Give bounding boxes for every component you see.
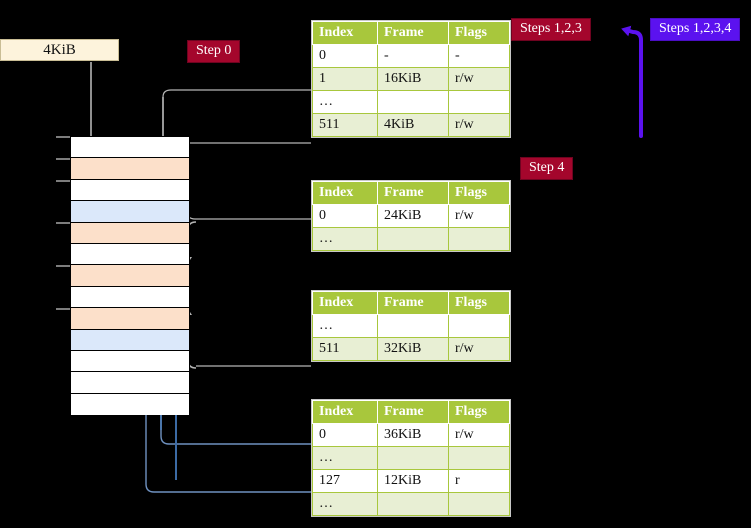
badge-steps-123: Steps 1,2,3 xyxy=(512,19,590,40)
cell-flags: r/w xyxy=(448,423,510,447)
memory-row xyxy=(71,393,189,416)
cell-frame: - xyxy=(377,44,449,68)
badge-steps-1234: Steps 1,2,3,4 xyxy=(651,19,740,40)
memory-tick xyxy=(56,136,70,138)
physical-memory-column xyxy=(70,136,190,416)
column-header-flags: Flags xyxy=(448,400,510,424)
badge-step-0: Step 0 xyxy=(188,41,240,62)
cell-index: … xyxy=(312,314,378,338)
cell-flags xyxy=(448,446,510,470)
cell-index: 127 xyxy=(312,469,378,493)
cell-index: … xyxy=(312,227,378,251)
cell-index: 0 xyxy=(312,44,378,68)
cell-flags: r/w xyxy=(448,337,510,361)
table-row[interactable]: … xyxy=(312,446,510,470)
cell-flags xyxy=(448,492,510,516)
column-header-flags: Flags xyxy=(448,21,510,45)
cell-flags xyxy=(448,227,510,251)
cell-frame: 36KiB xyxy=(377,423,449,447)
memory-size-label: 4KiB xyxy=(43,41,76,58)
column-header-frame: Frame xyxy=(377,291,449,315)
badge-step-4: Step 4 xyxy=(521,158,573,179)
cell-frame xyxy=(377,492,449,516)
table-row[interactable]: … xyxy=(312,492,510,516)
memory-row xyxy=(71,329,189,351)
memory-row xyxy=(71,243,189,266)
column-header-index: Index xyxy=(312,21,378,45)
column-header-frame: Frame xyxy=(377,400,449,424)
memory-tick xyxy=(56,180,70,182)
connector-table1-to-memory xyxy=(186,168,311,220)
cell-frame: 12KiB xyxy=(377,469,449,493)
column-header-flags: Flags xyxy=(448,291,510,315)
column-header-index: Index xyxy=(312,400,378,424)
purple-step-arrow xyxy=(621,25,643,138)
cell-frame: 16KiB xyxy=(377,67,449,91)
memory-tick xyxy=(56,158,70,160)
memory-row xyxy=(71,372,189,394)
column-header-flags: Flags xyxy=(448,181,510,205)
memory-tick xyxy=(56,265,70,267)
memory-row xyxy=(71,265,189,287)
cell-flags: r xyxy=(448,469,510,493)
memory-row xyxy=(71,286,189,309)
memory-tick xyxy=(56,222,70,224)
column-header-frame: Frame xyxy=(377,181,449,205)
cell-flags: r/w xyxy=(448,113,510,137)
cell-flags: r/w xyxy=(448,204,510,228)
memory-tick xyxy=(56,308,70,310)
cell-flags: - xyxy=(448,44,510,68)
cell-index: … xyxy=(312,90,378,114)
column-header-index: Index xyxy=(312,181,378,205)
memory-row xyxy=(71,179,189,202)
cell-frame xyxy=(377,227,449,251)
memory-row xyxy=(71,222,189,244)
memory-row xyxy=(71,350,189,373)
column-header-index: Index xyxy=(312,291,378,315)
cell-index: 0 xyxy=(312,204,378,228)
cell-index: 0 xyxy=(312,423,378,447)
table-row[interactable]: … xyxy=(312,314,510,338)
memory-row xyxy=(71,308,189,330)
cell-frame xyxy=(377,314,449,338)
cell-flags xyxy=(448,90,510,114)
cell-frame xyxy=(377,90,449,114)
cell-frame: 24KiB xyxy=(377,204,449,228)
memory-size-box: 4KiB xyxy=(0,39,119,61)
cell-flags: r/w xyxy=(448,67,510,91)
memory-row xyxy=(71,137,189,159)
cell-index: 511 xyxy=(312,113,378,137)
cell-index: … xyxy=(312,446,378,470)
column-header-frame: Frame xyxy=(377,21,449,45)
cell-frame: 4KiB xyxy=(377,113,449,137)
table-row[interactable]: … xyxy=(312,227,510,251)
cell-frame xyxy=(377,446,449,470)
table-row[interactable]: 0-- xyxy=(312,44,510,68)
cell-index: … xyxy=(312,492,378,516)
cell-flags xyxy=(448,314,510,338)
cell-index: 511 xyxy=(312,337,378,361)
memory-row xyxy=(71,158,189,180)
cell-index: 1 xyxy=(312,67,378,91)
table-row[interactable]: … xyxy=(312,90,510,114)
cell-frame: 32KiB xyxy=(377,337,449,361)
memory-row xyxy=(71,201,189,223)
